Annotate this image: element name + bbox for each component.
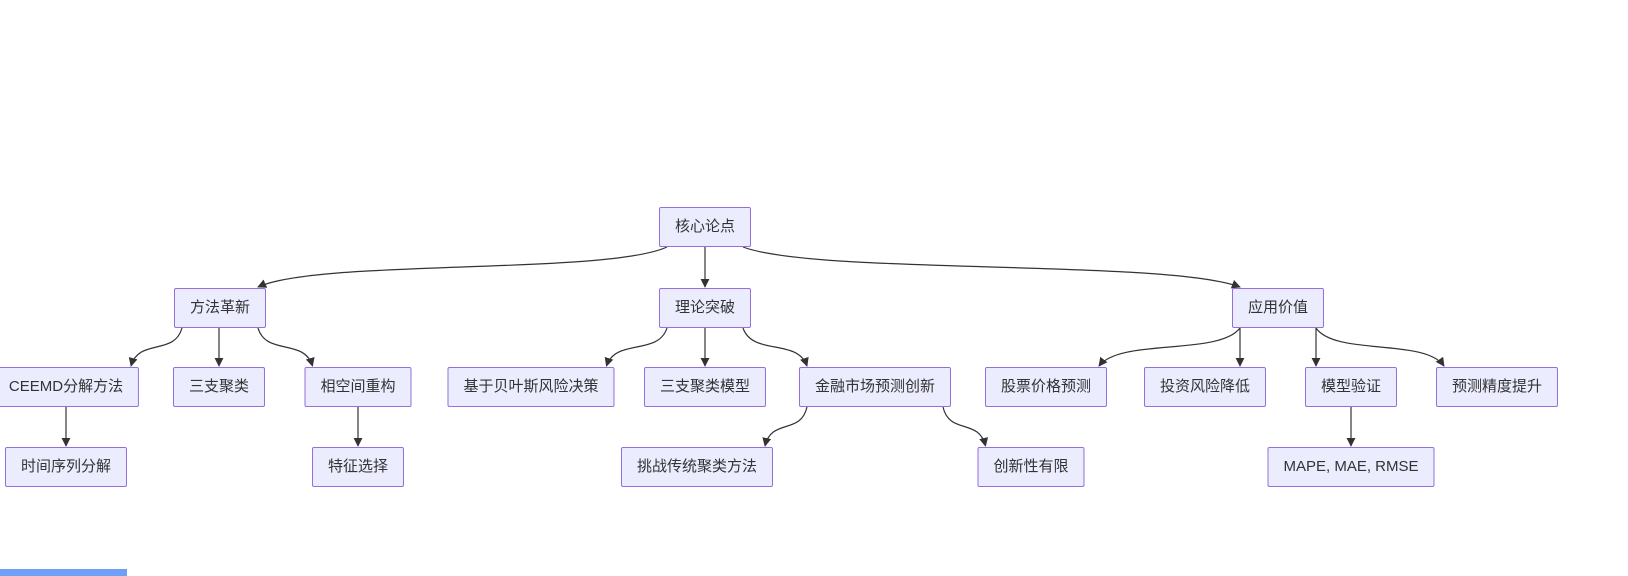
node-feature-selection: 特征选择	[311, 447, 405, 487]
node-challenge-traditional-clustering: 挑战传统聚类方法	[620, 447, 774, 487]
node-financial-forecast-innovation: 金融市场预测创新	[798, 367, 952, 407]
node-time-series-decomposition: 时间序列分解	[4, 447, 128, 487]
node-core-argument: 核心论点	[658, 207, 752, 247]
node-theory-breakthrough: 理论突破	[658, 288, 752, 328]
node-forecast-precision-improvement: 预测精度提升	[1435, 367, 1559, 407]
node-investment-risk-reduction: 投资风险降低	[1143, 367, 1267, 407]
edge-method-innovation--phase-space-reconstruction	[257, 327, 315, 367]
edge-method-innovation--ceemd-decomposition	[128, 327, 183, 367]
node-ceemd-decomposition: CEEMD分解方法	[0, 367, 140, 407]
node-three-way-clustering-model: 三支聚类模型	[643, 367, 767, 407]
node-model-validation: 模型验证	[1304, 367, 1398, 407]
edge-theory-breakthrough--bayesian-risk-decision	[604, 327, 668, 367]
node-limited-novelty: 创新性有限	[977, 447, 1085, 487]
edge-financial-forecast-innovation--challenge-traditional-clustering	[762, 406, 808, 447]
edge-core-argument--method-innovation	[257, 246, 668, 288]
edge-core-argument--application-value	[742, 246, 1241, 289]
node-method-innovation: 方法革新	[173, 288, 267, 328]
edge-theory-breakthrough--financial-forecast-innovation	[742, 327, 809, 367]
edge-application-value--stock-price-prediction	[1098, 327, 1241, 367]
node-application-value: 应用价值	[1231, 288, 1325, 328]
node-bayesian-risk-decision: 基于贝叶斯风险决策	[447, 367, 615, 407]
edge-application-value--forecast-precision-improvement	[1315, 327, 1445, 367]
node-evaluation-metrics: MAPE, MAE, RMSE	[1267, 447, 1435, 487]
edge-financial-forecast-innovation--limited-novelty	[942, 406, 989, 447]
node-three-way-clustering: 三支聚类	[172, 367, 266, 407]
bottom-blue-bar	[0, 569, 127, 576]
node-phase-space-reconstruction: 相空间重构	[304, 367, 412, 407]
node-stock-price-prediction: 股票价格预测	[984, 367, 1108, 407]
